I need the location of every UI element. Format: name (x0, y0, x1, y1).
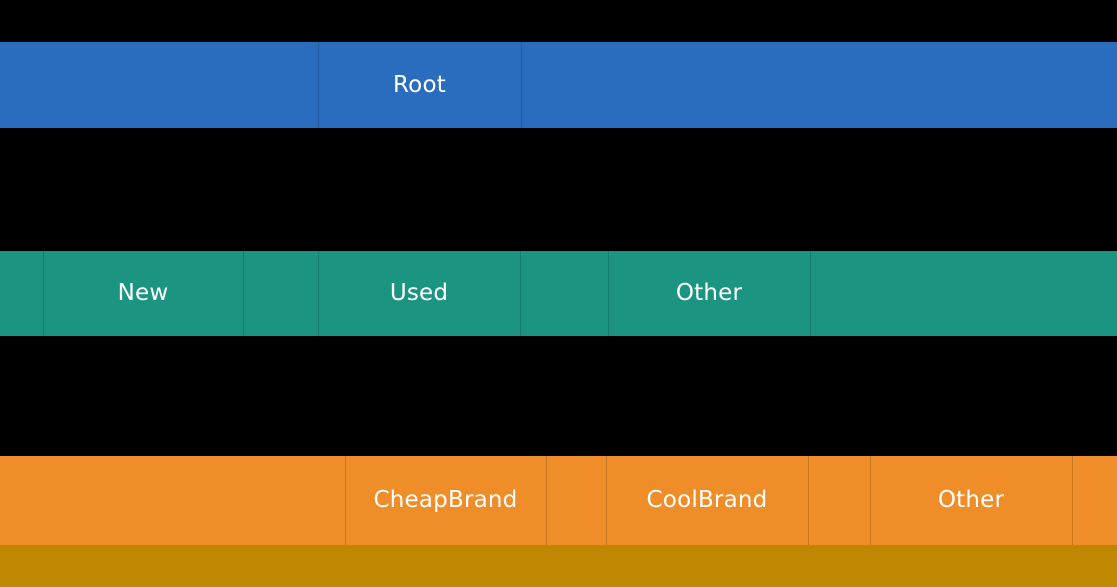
icicle-node-label: Other (937, 487, 1005, 513)
icicle-level-brand: CheapBrand CoolBrand Other (0, 456, 1117, 545)
icicle-node-condition-2[interactable] (243, 251, 318, 336)
icicle-node-brand-6[interactable] (1072, 456, 1117, 545)
icicle-node-other[interactable]: Other (608, 251, 810, 336)
icicle-node-brand-2[interactable] (546, 456, 606, 545)
icicle-node-other[interactable]: Other (870, 456, 1072, 545)
icicle-node-leaf-0[interactable] (0, 545, 1117, 587)
icicle-node-label: Used (389, 280, 449, 306)
icicle-node-label: CheapBrand (373, 487, 518, 513)
icicle-level-condition: New Used Other (0, 251, 1117, 336)
icicle-node-root[interactable]: Root (318, 42, 521, 128)
icicle-node-root-2[interactable] (521, 42, 1117, 128)
icicle-node-new[interactable]: New (43, 251, 243, 336)
icicle-node-condition-0[interactable] (0, 251, 43, 336)
icicle-node-condition-4[interactable] (520, 251, 608, 336)
icicle-node-label: Other (675, 280, 743, 306)
icicle-node-label: Root (393, 71, 446, 98)
icicle-level-root: Root (0, 42, 1117, 128)
icicle-node-label: CoolBrand (646, 487, 768, 513)
icicle-node-coolbrand[interactable]: CoolBrand (606, 456, 808, 545)
icicle-node-used[interactable]: Used (318, 251, 520, 336)
icicle-node-condition-6[interactable] (810, 251, 1117, 336)
icicle-node-brand-0[interactable] (0, 456, 345, 545)
icicle-node-cheapbrand[interactable]: CheapBrand (345, 456, 546, 545)
icicle-level-leaf (0, 545, 1117, 587)
icicle-node-root-0[interactable] (0, 42, 318, 128)
icicle-node-brand-4[interactable] (808, 456, 870, 545)
icicle-node-label: New (117, 280, 169, 306)
